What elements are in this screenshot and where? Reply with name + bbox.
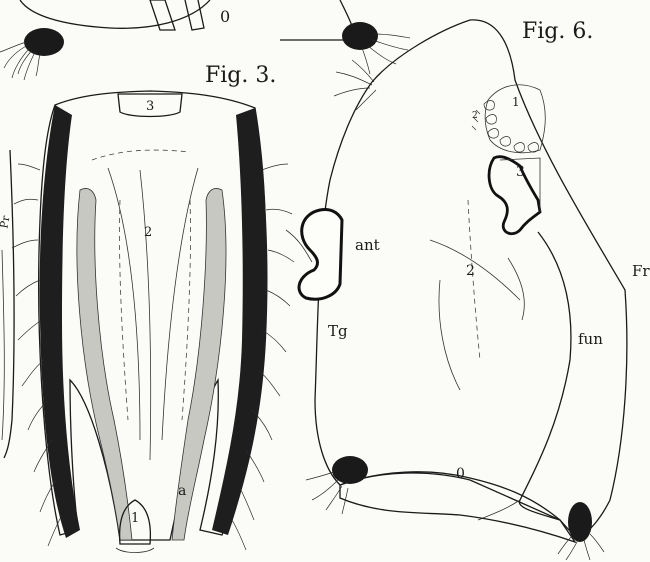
top-fragment-knob-right — [342, 22, 378, 50]
fig6-label-ant: ant — [355, 236, 380, 254]
fig3-label-pr: Pr — [0, 214, 13, 229]
fig3-dark-band-left — [40, 105, 80, 538]
fig3-caption: Fig. 3. — [205, 63, 276, 88]
fig6-scallops — [472, 101, 538, 153]
fig6-label-fun: fun — [578, 330, 603, 348]
fig3-diagram: Fig. 3. Pr 3 2 1 a — [0, 63, 294, 553]
fig3-lobe-base — [116, 548, 154, 553]
fig6-funnel-join — [478, 500, 520, 520]
fig6-inner-curve-2 — [439, 280, 460, 390]
fig6-inner-curve-1 — [430, 240, 520, 300]
fig3-dashed-left — [119, 200, 128, 420]
fig3-label-2: 2 — [144, 225, 152, 240]
fig3-label-3: 3 — [146, 99, 154, 114]
fig6-label-tg: Tg — [328, 322, 348, 340]
fig3-label-a: a — [178, 483, 186, 499]
fig6-label-1: 1 — [512, 95, 520, 109]
fig3-left-partial-inner — [2, 250, 4, 440]
top-fragment-label-0: 0 — [220, 7, 230, 26]
fig6-inner-dashed — [468, 200, 480, 360]
fig3-label-1: 1 — [131, 511, 139, 526]
fig6-label-fr: Fr — [632, 262, 650, 280]
fig6-label-2-small: 2 — [472, 111, 478, 121]
fig3-inner-line-left — [108, 168, 140, 440]
fig6-caption: Fig. 6. — [522, 19, 593, 44]
fig6-antenna-socket — [299, 209, 342, 299]
top-fragment-band-2 — [185, 0, 204, 30]
fig3-midline — [140, 170, 151, 460]
fig3-left-partial-outline — [4, 150, 14, 458]
fig6-label-3: 3 — [516, 164, 525, 180]
fig6-label-2: 2 — [466, 263, 475, 279]
fig3-gray-arm-left — [77, 188, 132, 540]
top-fragment-knob-left — [24, 28, 64, 56]
fig6-opening — [340, 472, 575, 542]
fig3-dashed-arc-top — [92, 150, 190, 160]
fig6-knob-left — [332, 456, 368, 484]
fig6-label-0: 0 — [456, 466, 465, 482]
fig6-diagram: Fig. 6. 1 2 3 2 ant T — [286, 19, 650, 560]
fig6-funnel-line — [519, 232, 571, 520]
top-fragment-outline — [20, 0, 210, 28]
fig6-inner-curve-3 — [508, 258, 524, 320]
top-fragment-right-edge — [340, 0, 352, 26]
fig6-wavy-bound — [489, 157, 540, 234]
